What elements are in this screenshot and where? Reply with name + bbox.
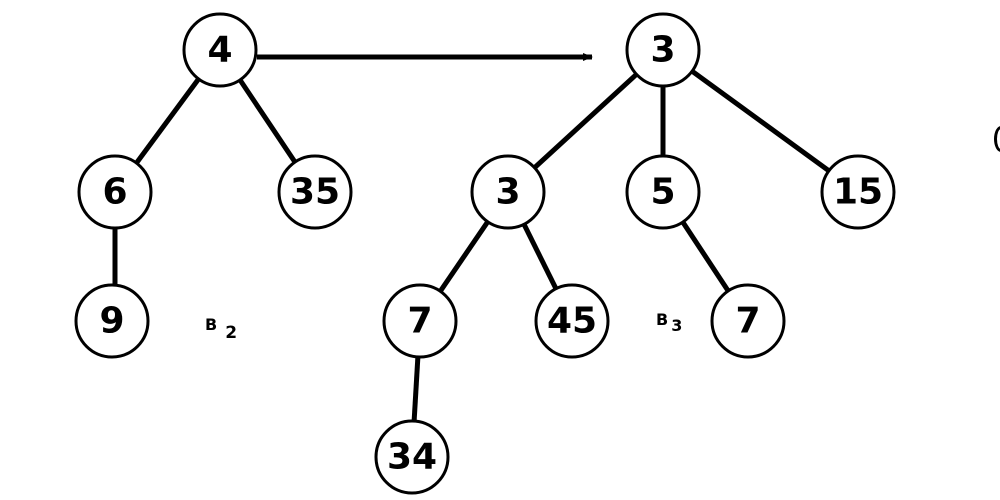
- svg-text:7: 7: [735, 301, 760, 342]
- tree-node-b3-c: 15: [820, 154, 896, 230]
- tree-node-b3-aaa: 34: [374, 419, 450, 495]
- tree-edge: [661, 47, 860, 195]
- svg-text:45: 45: [547, 301, 597, 342]
- clipped-node-fragment: [994, 126, 1000, 152]
- tree-node-b2-left: 6: [77, 154, 153, 230]
- tree-node-b3-a: 3: [470, 154, 546, 230]
- svg-text:34: 34: [387, 437, 437, 478]
- svg-text:15: 15: [833, 172, 883, 213]
- tree-node-b2-right: 35: [277, 154, 353, 230]
- tree-node-b3-ba: 7: [710, 283, 786, 359]
- tree-node-b3-aa: 7: [382, 283, 458, 359]
- tree-label-b3-base: B: [656, 310, 668, 329]
- tree-node-b3-root: 3: [625, 12, 701, 88]
- tree-label-b2-sub: 2: [225, 323, 237, 343]
- svg-text:4: 4: [207, 30, 232, 71]
- svg-text:6: 6: [102, 172, 127, 213]
- tree-node-b3-ab: 45: [534, 283, 610, 359]
- svg-text:3: 3: [495, 172, 520, 213]
- tree-node-b3-b: 5: [625, 154, 701, 230]
- tree-label-b3-sub: 3: [671, 316, 682, 335]
- tree-node-b2-left-child: 9: [74, 283, 150, 359]
- svg-text:35: 35: [290, 172, 340, 213]
- svg-text:5: 5: [650, 172, 675, 213]
- tree-node-b2-root: 4: [182, 12, 258, 88]
- tree-label-b2-base: B: [205, 315, 217, 334]
- svg-text:3: 3: [650, 30, 675, 71]
- svg-text:9: 9: [99, 301, 124, 342]
- svg-text:7: 7: [407, 301, 432, 342]
